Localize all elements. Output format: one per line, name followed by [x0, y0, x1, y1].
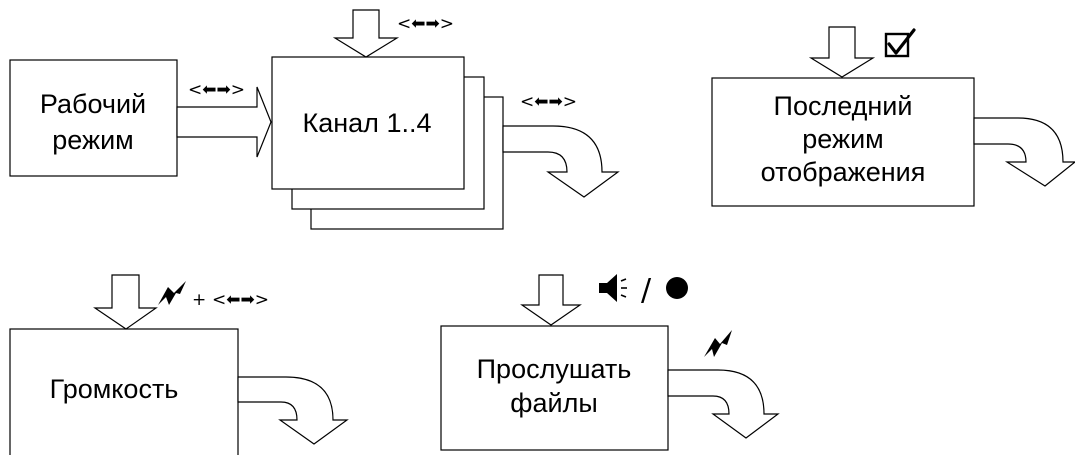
last-mode-node: Последний режим отображения: [711, 77, 975, 207]
speaker-icon: [599, 274, 627, 302]
curved-exit-arrow-icon: [667, 369, 780, 439]
working-mode-label-line1: Рабочий: [40, 89, 146, 119]
listen-files-node: Прослушать файлы: [440, 325, 669, 451]
last-mode-label-line3: отображения: [761, 157, 926, 187]
last-mode-label-line2: режим: [802, 124, 883, 154]
down-arrow-icon: [332, 9, 400, 58]
channel-node: Канал 1..4: [271, 56, 504, 230]
last-mode-label-line1: Последний: [774, 91, 913, 121]
channel-label: Канал 1..4: [303, 108, 432, 138]
arrows-key-label-2: <⬅➡>: [397, 14, 454, 34]
curved-exit-arrow-icon: [502, 125, 620, 198]
arrows-key-label-1: <⬅➡>: [188, 80, 245, 100]
listen-files-label-line2: файлы: [510, 388, 597, 418]
right-arrow-icon: [176, 86, 272, 158]
down-arrow-icon: [808, 26, 876, 78]
lightning-icon: [158, 281, 186, 305]
slash-separator: /: [641, 273, 652, 308]
listen-files-label-line1: Прослушать: [477, 354, 632, 384]
down-arrow-icon: [520, 274, 582, 326]
curved-exit-arrow-icon: [237, 376, 349, 445]
curved-exit-arrow-icon: [973, 117, 1075, 187]
working-mode-label-line2: режим: [52, 125, 133, 155]
checkbox-icon: [884, 28, 916, 58]
record-dot-icon: [666, 277, 688, 299]
arrows-key-text: <⬅➡>: [188, 80, 245, 100]
volume-node: Громкость: [9, 328, 239, 455]
arrows-key-label-4: <⬅➡>: [212, 290, 269, 310]
arrows-key-label-3: <⬅➡>: [520, 92, 577, 112]
down-arrow-icon: [93, 274, 158, 330]
plus-sign: +: [192, 290, 206, 310]
working-mode-node: Рабочий режим: [9, 59, 178, 177]
lightning-icon: [704, 330, 732, 357]
volume-label: Громкость: [50, 374, 179, 404]
